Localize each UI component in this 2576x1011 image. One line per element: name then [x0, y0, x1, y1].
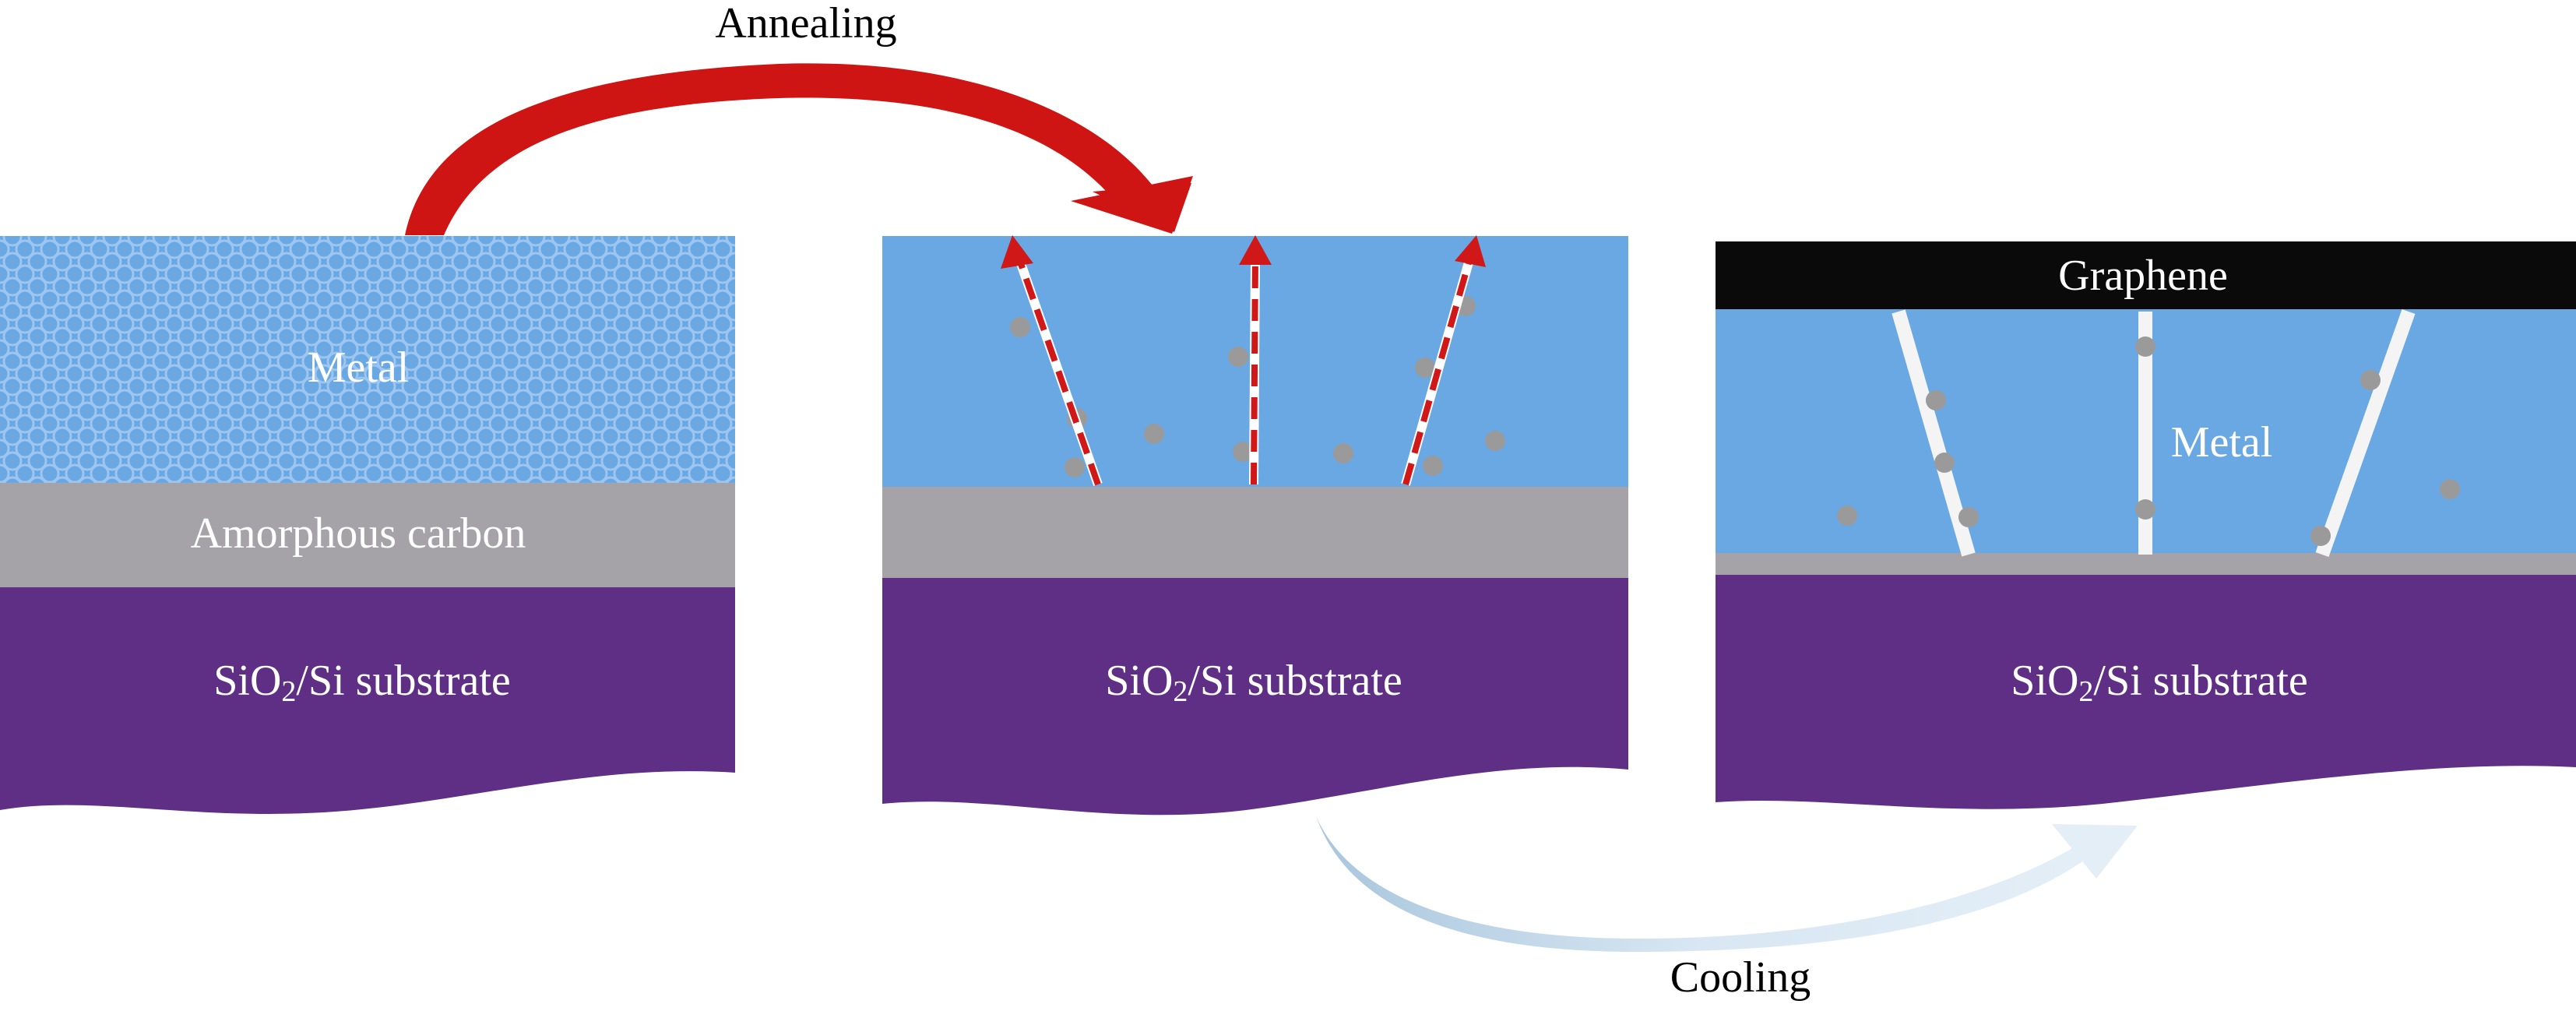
metal-layer-1 [0, 236, 735, 483]
substrate-layer-2 [882, 578, 1628, 815]
diffusion-arrows [1001, 235, 1486, 486]
annealing-arrow [405, 63, 1193, 235]
carbon-atoms-2 [1010, 296, 1505, 477]
carbon-layer-3 [1716, 553, 2576, 575]
graphene-label: Graphene [2058, 252, 2228, 300]
metal-label-3: Metal [2171, 418, 2273, 467]
graphene-layer [1716, 241, 2576, 309]
carbon-layer-2 [882, 487, 1628, 578]
carbon-layer-1 [0, 483, 735, 587]
substrate-layer-3 [1716, 575, 2576, 809]
cooling-label: Cooling [1670, 953, 1811, 1002]
panel-cooled: Graphene Metal SiO2/Si substrate [1716, 241, 2576, 809]
metal-label-1: Metal [308, 343, 410, 392]
carbon-label: Amorphous carbon [191, 509, 526, 558]
substrate-label-1: SiO2/Si substrate [213, 657, 510, 708]
substrate-label-2: SiO2/Si substrate [1105, 657, 1402, 708]
panel-initial: Metal Amorphous carbon SiO2/Si substrate [0, 236, 735, 814]
carbon-atoms-3 [1837, 336, 2460, 546]
panel-annealed: SiO2/Si substrate [882, 235, 1628, 815]
annealing-label: Annealing [715, 0, 896, 48]
substrate-layer-1 [0, 587, 735, 814]
cooling-arrow [1316, 816, 2138, 952]
substrate-label-3: SiO2/Si substrate [2011, 657, 2307, 708]
